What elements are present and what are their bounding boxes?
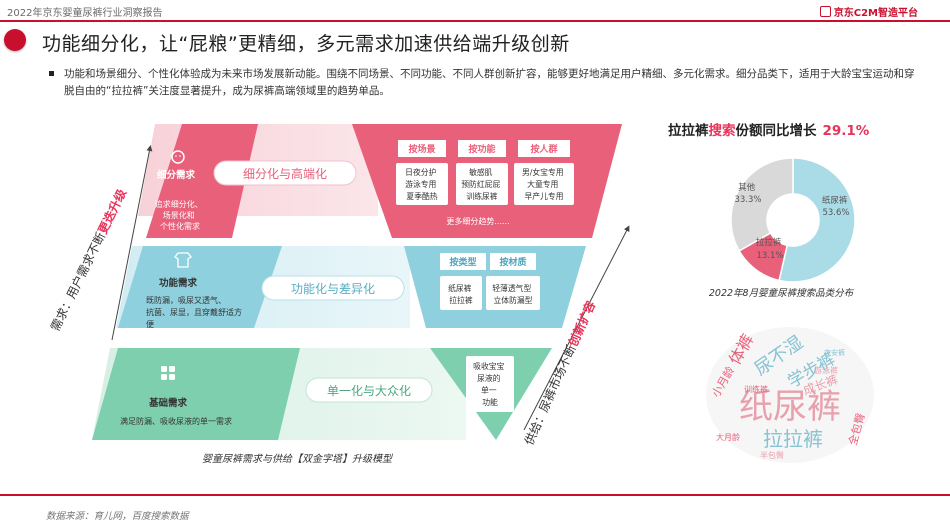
baby-face-icon — [171, 150, 185, 164]
supply1-tag-2 — [458, 140, 506, 157]
need-tier2-desc: 既防漏，吸尿又透气、 抗菌、尿显，且穿戴舒适方 便 — [146, 295, 245, 329]
supply1-box-1-text: 日夜分护 游泳专用 夏季酷热 — [405, 167, 439, 201]
title-bullet-icon — [4, 29, 26, 51]
need-tier3-title: 基础需求 — [148, 397, 188, 409]
need-tier1-title: 细分需求 — [157, 169, 196, 181]
supply1-tag-3 — [518, 140, 570, 157]
word-8: 训练裤 — [744, 384, 768, 394]
top-divider — [0, 20, 950, 22]
brand-name: 京东C2M智造平台 — [833, 8, 918, 19]
chart-title: 2022年8月婴童尿裤搜索品类分布 — [709, 287, 855, 299]
pie-slice-3 — [730, 157, 794, 252]
pie-label-3: 其他 33.3% — [734, 182, 761, 205]
description: 功能和场景细分、个性化体验成为未来市场发展新动能。围绕不同场景、不同功能、不同人… — [64, 68, 915, 97]
supply1-box-3-text: 男/女宝专用 大童专用 早产儿专用 — [522, 167, 566, 201]
supply1-box-1 — [396, 163, 448, 205]
need-tier2-title: 功能需求 — [159, 277, 198, 289]
supply1-tag-3-text: 按人群 — [530, 143, 557, 155]
supply1-tag-1 — [398, 140, 446, 157]
need-tier3-shape — [92, 348, 278, 440]
pie-slice-1 — [778, 157, 856, 283]
supply1-more: 更多细分趋势...... — [446, 216, 509, 226]
grid-icon — [161, 366, 175, 380]
word-1: 纸尿裤 — [739, 387, 841, 427]
supply1-box-2-text: 敏感肌 预防红屁屁 训练尿裤 — [461, 167, 502, 201]
page-title: 功能细分化，让“屁粮”更精细，多元需求加速供给端升级创新 — [42, 33, 570, 55]
band3-label: 单一化与大众化 — [327, 384, 411, 398]
supply2-tag-1-text: 按类型 — [449, 256, 476, 268]
left-arrow-label: 需求：用户需求不断更迭升级 — [47, 186, 129, 333]
brand-logo: 京东C2M智造平台 — [819, 4, 918, 19]
model-caption: 婴童尿裤需求与供给【双金字塔】升级模型 — [202, 453, 394, 465]
right-arrow-line — [523, 225, 630, 431]
supply3-text: 吸收宝宝 尿液的 单一 功能 — [473, 361, 507, 407]
word-2: 拉拉裤 — [763, 427, 823, 451]
word-9: 游泳裤 — [814, 365, 838, 375]
supply2-tag-2 — [490, 253, 536, 270]
need-tier1-shape — [146, 124, 232, 238]
supply1-box-2 — [456, 163, 508, 205]
supply1-tag-2-text: 按功能 — [468, 143, 495, 155]
need-tier3-desc: 满足防漏、吸收尿液的单一需求 — [120, 416, 232, 426]
need-tier3-slant — [278, 348, 300, 440]
pie-label-2: 拉拉裤 13.1% — [756, 237, 784, 261]
report-title: 2022年京东婴童尿裤行业洞察报告 — [7, 8, 163, 19]
band1-label: 细分化与高端化 — [243, 166, 327, 181]
supply3-box — [466, 356, 514, 412]
word-10: 大月龄 — [716, 432, 740, 442]
supply2-box-1 — [440, 276, 482, 310]
word-13: 夜安裤 — [824, 348, 845, 357]
supply2-box-2-text: 轻薄透气型 立体防漏型 — [492, 283, 533, 305]
word-cloud: 纸尿裤 拉拉裤 尿不湿 学步裤 成长裤 体裤 小月龄 训练裤 游泳裤 大月龄 全… — [706, 327, 874, 463]
pie-label-1: 纸尿裤 53.6% — [822, 195, 850, 218]
onesie-icon — [174, 252, 192, 268]
footer-source: 数据来源：育儿网，百度搜索数据 — [46, 511, 189, 522]
need-tier2-shape — [118, 246, 254, 328]
bullet-icon — [49, 71, 54, 76]
supply2-tag-2-text: 按材质 — [499, 256, 526, 268]
band3-pill — [305, 377, 433, 403]
supply2-tag-1 — [440, 253, 486, 270]
word-12: 半包臀 — [760, 450, 784, 460]
donut-chart — [730, 157, 856, 283]
band1-pill — [213, 160, 357, 186]
supply2-box-2 — [486, 276, 540, 310]
top-bar: 2022年京东婴童尿裤行业洞察报告 京东C2M智造平台 — [0, 0, 950, 22]
supply1-box-3 — [514, 163, 574, 205]
left-arrow-line — [111, 145, 153, 341]
supply1-tag-1-text: 按场景 — [408, 143, 435, 155]
band2-label: 功能化与差异化 — [291, 282, 375, 296]
band2-pill — [261, 275, 405, 301]
supply2-box-1-text: 纸尿裤 拉拉裤 — [448, 283, 474, 305]
footer-divider — [0, 494, 950, 496]
need-tier1-desc: 追求细分化、 场景化和 个性化需求 — [155, 199, 206, 231]
brand-icon — [819, 6, 831, 17]
